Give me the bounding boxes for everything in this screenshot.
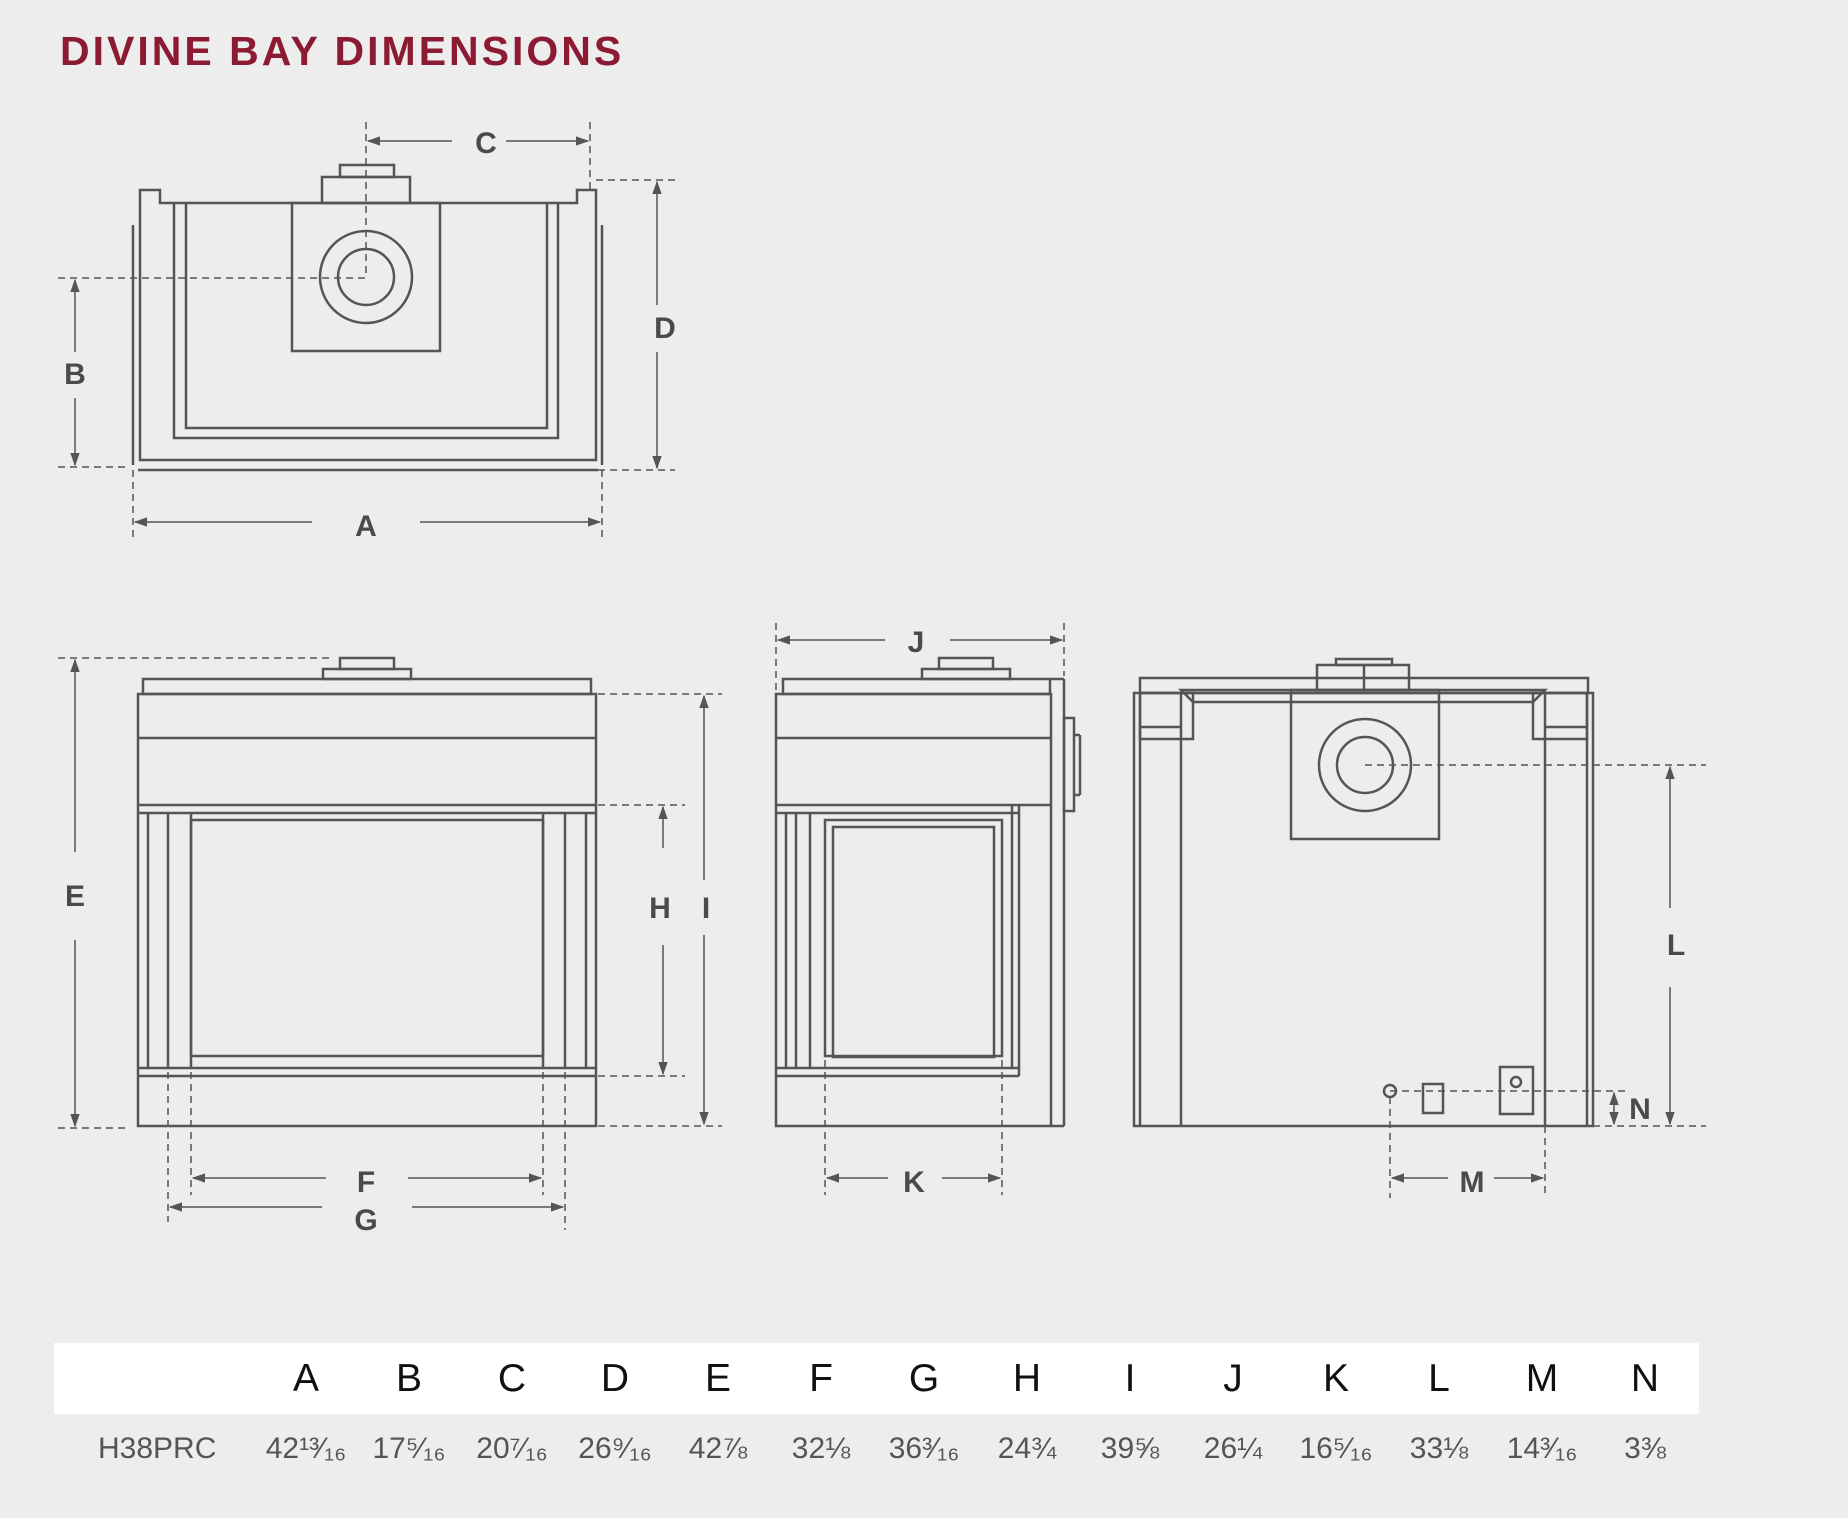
side-view-labels: J K: [903, 626, 925, 1199]
top-view: [131, 163, 604, 472]
rear-view-dimensions: [1365, 764, 1706, 1198]
table-row: H38PRC 42¹³⁄₁₆ 17⁵⁄₁₆ 20⁷⁄₁₆ 26⁹⁄₁₆ 42⅞ …: [54, 1414, 1699, 1484]
label-i: I: [702, 892, 710, 925]
value-i: 39⅝: [1100, 1432, 1160, 1465]
value-m: 14³⁄₁₆: [1506, 1432, 1578, 1465]
dimension-drawing: C B D A: [58, 122, 1706, 1237]
value-e: 42⅞: [688, 1432, 748, 1465]
top-view-dimensions: [58, 122, 675, 540]
value-k: 16⁵⁄₁₆: [1299, 1432, 1373, 1465]
model-name: H38PRC: [98, 1432, 217, 1465]
header-i: I: [1124, 1357, 1136, 1400]
label-k: K: [903, 1166, 925, 1199]
label-m: M: [1460, 1166, 1485, 1199]
value-h: 24¾: [997, 1432, 1057, 1465]
header-d: D: [600, 1357, 630, 1400]
header-c: C: [497, 1357, 527, 1400]
label-b: B: [64, 358, 86, 391]
header-g: G: [908, 1357, 940, 1400]
value-c: 20⁷⁄₁₆: [476, 1432, 548, 1465]
header-l: L: [1428, 1357, 1450, 1400]
value-n: 3⅜: [1624, 1432, 1666, 1465]
label-a: A: [355, 510, 377, 543]
header-h: H: [1012, 1357, 1042, 1400]
value-d: 26⁹⁄₁₆: [578, 1432, 652, 1465]
value-f: 32⅛: [791, 1432, 851, 1465]
header-f: F: [809, 1357, 833, 1400]
header-b: B: [395, 1357, 422, 1400]
header-e: E: [704, 1357, 731, 1400]
page-title: DIVINE BAY DIMENSIONS: [60, 28, 625, 74]
side-view-dimensions: [775, 623, 1065, 1195]
dimensions-table: A B C D E F G H I J K L M N H38PRC 42¹³⁄…: [54, 1343, 1699, 1484]
side-view: [774, 656, 1082, 1128]
header-m: M: [1525, 1357, 1559, 1400]
header-j: J: [1223, 1357, 1243, 1400]
label-l: L: [1667, 929, 1685, 962]
table-header-row: A B C D E F G H I J K L M N: [54, 1343, 1699, 1414]
label-e: E: [65, 880, 85, 913]
label-h: H: [649, 892, 671, 925]
label-n: N: [1629, 1093, 1651, 1126]
label-c: C: [475, 127, 497, 160]
value-a: 42¹³⁄₁₆: [265, 1432, 347, 1465]
rear-view-labels: L N M: [1460, 929, 1686, 1199]
front-view: [136, 656, 598, 1128]
header-n: N: [1630, 1357, 1660, 1400]
value-j: 26¼: [1203, 1432, 1263, 1465]
front-view-dimensions: [58, 657, 722, 1230]
label-j: J: [908, 626, 925, 659]
rear-view: [1132, 657, 1595, 1128]
value-g: 36³⁄₁₆: [888, 1432, 960, 1465]
label-f: F: [357, 1166, 375, 1199]
value-l: 33⅛: [1409, 1432, 1469, 1465]
top-view-labels: C B D A: [64, 127, 676, 543]
label-d: D: [654, 312, 676, 345]
header-a: A: [292, 1357, 319, 1400]
front-view-labels: E H I F G: [65, 880, 710, 1237]
header-k: K: [1322, 1357, 1349, 1400]
label-g: G: [354, 1204, 377, 1237]
value-b: 17⁵⁄₁₆: [372, 1432, 446, 1465]
